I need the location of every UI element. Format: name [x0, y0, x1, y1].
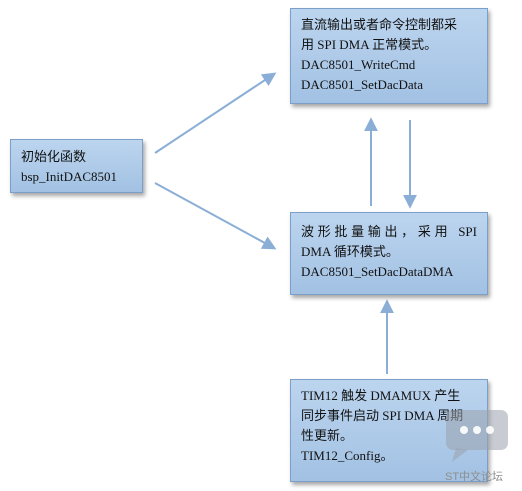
node-timer-line-1: TIM12 触发 DMAMUX 产生: [301, 388, 461, 403]
node-wave-line-1: 波形批量输出，采用 SPI: [301, 224, 477, 239]
node-waveform-output: 波形批量输出，采用 SPI DMA 循环模式。 DAC8501_SetDacDa…: [290, 212, 488, 295]
node-timer-line-3: 性更新。: [301, 428, 354, 443]
node-direct-line-1: 直流输出或者命令控制都采: [301, 17, 458, 32]
arrow-init-to-direct: [154, 72, 277, 154]
node-wave-line-2: DMA 循环模式。: [301, 244, 399, 259]
node-direct-output: 直流输出或者命令控制都采 用 SPI DMA 正常模式。 DAC8501_Wri…: [290, 8, 488, 104]
node-direct-line-4: DAC8501_SetDacData: [301, 77, 424, 92]
node-timer-line-2: 同步事件启动 SPI DMA 周期: [301, 408, 464, 423]
node-init-line-1: 初始化函数: [21, 149, 87, 164]
chat-bubble-icon: [446, 410, 508, 462]
node-timer-line-4: TIM12_Config。: [301, 448, 394, 463]
node-direct-line-3: DAC8501_WriteCmd: [301, 57, 416, 72]
node-direct-line-2: 用 SPI DMA 正常模式。: [301, 37, 438, 52]
node-timer-trigger: TIM12 触发 DMAMUX 产生 同步事件启动 SPI DMA 周期 性更新…: [290, 379, 488, 482]
node-wave-line-3: DAC8501_SetDacDataDMA: [301, 264, 454, 279]
node-init-function: 初始化函数 bsp_InitDAC8501: [10, 139, 143, 193]
arrow-init-to-wave: [154, 182, 277, 250]
node-init-line-2: bsp_InitDAC8501: [21, 169, 118, 184]
watermark-text: ST中文论坛: [445, 471, 504, 483]
